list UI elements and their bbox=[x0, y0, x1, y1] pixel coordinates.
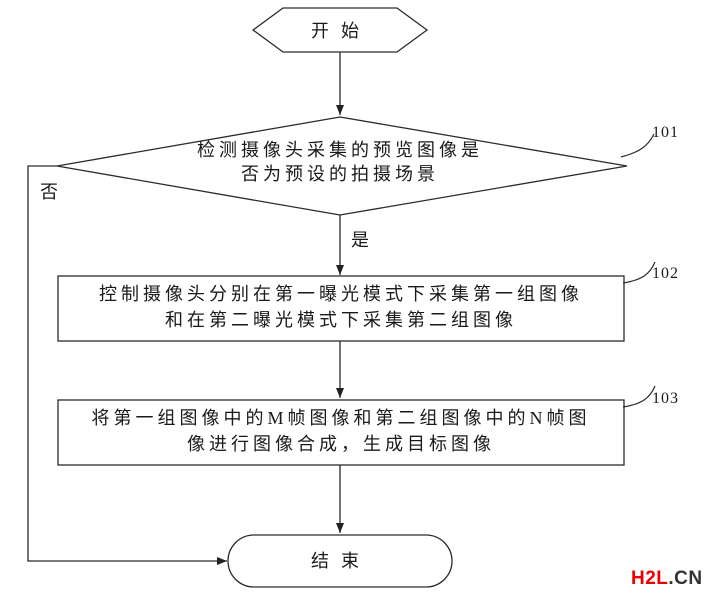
ref-hook-102 bbox=[622, 261, 656, 284]
process2-text-line2: 像进行图像合成，生成目标图像 bbox=[187, 434, 495, 454]
decision-text-line2: 否为预设的拍摄场景 bbox=[241, 164, 439, 184]
watermark: H2L.CN bbox=[631, 568, 703, 590]
process2-text-line1: 将第一组图像中的M帧图像和第二组图像中的N帧图 bbox=[91, 408, 591, 428]
process2-rect-shape bbox=[57, 399, 625, 466]
ref-label-101: 101 bbox=[652, 124, 679, 141]
ref-hook-101 bbox=[620, 133, 655, 158]
yes-edge-label: 是 bbox=[351, 230, 373, 250]
end-node-label: 结束 bbox=[311, 551, 371, 571]
ref-label-103: 103 bbox=[652, 390, 679, 407]
ref-hook-103 bbox=[622, 385, 656, 408]
no-edge-label: 否 bbox=[40, 182, 62, 202]
ref-label-102: 102 bbox=[652, 265, 679, 282]
no-branch-line bbox=[27, 165, 227, 565]
decision-text-line1: 检测摄像头采集的预览图像是 bbox=[197, 140, 483, 160]
process1-rect-shape bbox=[57, 275, 625, 342]
end-stadium-shape bbox=[227, 534, 453, 588]
process1-text-line1: 控制摄像头分别在第一曝光模式下采集第一组图像 bbox=[99, 284, 583, 304]
watermark-part2: .CN bbox=[668, 568, 703, 589]
start-hexagon-shape bbox=[251, 7, 429, 53]
process1-text-line2: 和在第二曝光模式下采集第二组图像 bbox=[165, 310, 517, 330]
watermark-part1: H2L bbox=[631, 568, 669, 589]
start-node-label: 开始 bbox=[311, 21, 371, 41]
